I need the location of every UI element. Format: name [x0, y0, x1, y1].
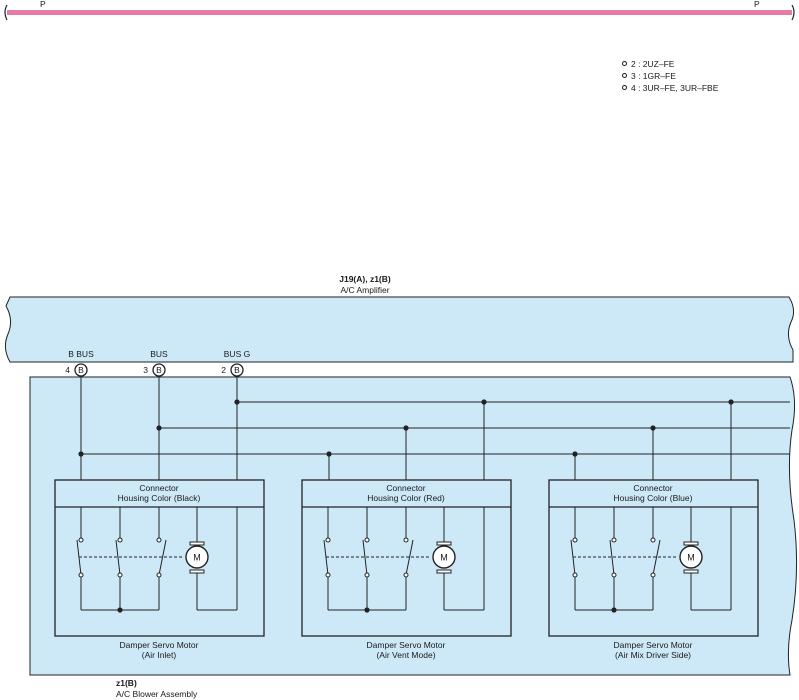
- switch-contact: [650, 537, 656, 543]
- switch-contact: [117, 572, 123, 578]
- motor-name: Damper Servo Motor: [367, 640, 446, 650]
- engine-note: 3 : 1GR–FE: [622, 70, 718, 82]
- connector-housing-color: Housing Color (Red): [367, 493, 445, 503]
- switch-contact: [650, 572, 656, 578]
- switch-contact: [611, 572, 617, 578]
- bus-wires: [80, 376, 790, 480]
- motor-box: [301, 479, 512, 637]
- switch-contact: [117, 537, 123, 543]
- switch-contact: [78, 537, 84, 543]
- pink-wire: [7, 10, 792, 15]
- pin-name-bus: BUS: [150, 349, 168, 359]
- motor-brush-bottom: [683, 569, 699, 574]
- switch-contact: [364, 537, 370, 543]
- motor-symbol: M: [193, 553, 201, 563]
- pin-number-2: 2: [221, 365, 226, 375]
- switch-contact: [572, 572, 578, 578]
- wire-color-left: P: [40, 0, 46, 9]
- pin-name-bus-g: BUS G: [224, 349, 250, 359]
- pin-number-4: 4: [65, 365, 70, 375]
- amplifier-code: J19(A), z1(B): [339, 274, 391, 284]
- switch-contact: [572, 537, 578, 543]
- motor-brush-bottom: [436, 569, 452, 574]
- engine-note: 4 : 3UR–FE, 3UR–FBE: [622, 82, 718, 94]
- switch-contact: [156, 572, 162, 578]
- motor-function: (Air Inlet): [142, 650, 177, 660]
- motor-icon: [432, 545, 456, 569]
- junction-dot: [364, 607, 370, 613]
- motor-symbol: M: [687, 553, 695, 563]
- motor-box: [548, 479, 759, 637]
- switch-contact: [78, 572, 84, 578]
- motor-brush-top: [189, 541, 205, 546]
- switch-contact: [156, 537, 162, 543]
- svg-text:B: B: [234, 365, 240, 375]
- motor-internal-wiring: [570, 507, 732, 611]
- switch-contact: [325, 572, 331, 578]
- connector-label: Connector: [633, 483, 672, 493]
- bullet-icon: [622, 61, 627, 67]
- svg-text:B: B: [156, 365, 162, 375]
- pin-name-b-bus: B BUS: [68, 349, 94, 359]
- svg-text:B: B: [78, 365, 84, 375]
- connector-label: Connector: [139, 483, 178, 493]
- switch-contact: [364, 572, 370, 578]
- wire-break-marks: [4, 4, 795, 21]
- motor-box: [54, 479, 265, 637]
- connector-terminal-b-bus: B: [74, 363, 88, 377]
- motor-brush-top: [683, 541, 699, 546]
- motor-name: Damper Servo Motor: [614, 640, 693, 650]
- connector-housing-color: Housing Color (Blue): [614, 493, 693, 503]
- motor-brush-bottom: [189, 569, 205, 574]
- amplifier-name: A/C Amplifier: [340, 285, 389, 295]
- motor-icon: [679, 545, 703, 569]
- motor-brush-top: [436, 541, 452, 546]
- switch-contact: [325, 537, 331, 543]
- connector-label: Connector: [386, 483, 425, 493]
- amplifier-body: [4, 296, 795, 363]
- pin-number-3: 3: [143, 365, 148, 375]
- motor-internal-wiring: [76, 507, 238, 611]
- switch-contact: [403, 537, 409, 543]
- junction-dots: [78, 399, 734, 457]
- wire-color-right: P: [754, 0, 760, 9]
- bullet-icon: [622, 73, 627, 79]
- assembly-name: A/C Blower Assembly: [116, 689, 198, 699]
- switch-contact: [611, 537, 617, 543]
- junction-dot: [611, 607, 617, 613]
- connector-terminal-bus-g: B: [230, 363, 244, 377]
- bullet-icon: [622, 85, 627, 91]
- motor-function: (Air Mix Driver Side): [615, 650, 691, 660]
- motor-name: Damper Servo Motor: [120, 640, 199, 650]
- motor-symbol: M: [440, 553, 448, 563]
- motor-icon: [185, 545, 209, 569]
- assembly-code: z1(B): [116, 678, 137, 688]
- connector-terminal-bus: B: [152, 363, 166, 377]
- switch-contact: [403, 572, 409, 578]
- engine-notes: 2 : 2UZ–FE 3 : 1GR–FE 4 : 3UR–FE, 3UR–FB…: [622, 58, 718, 94]
- junction-dot: [117, 607, 123, 613]
- motor-function: (Air Vent Mode): [376, 650, 435, 660]
- engine-note: 2 : 2UZ–FE: [622, 58, 718, 70]
- connector-housing-color: Housing Color (Black): [118, 493, 201, 503]
